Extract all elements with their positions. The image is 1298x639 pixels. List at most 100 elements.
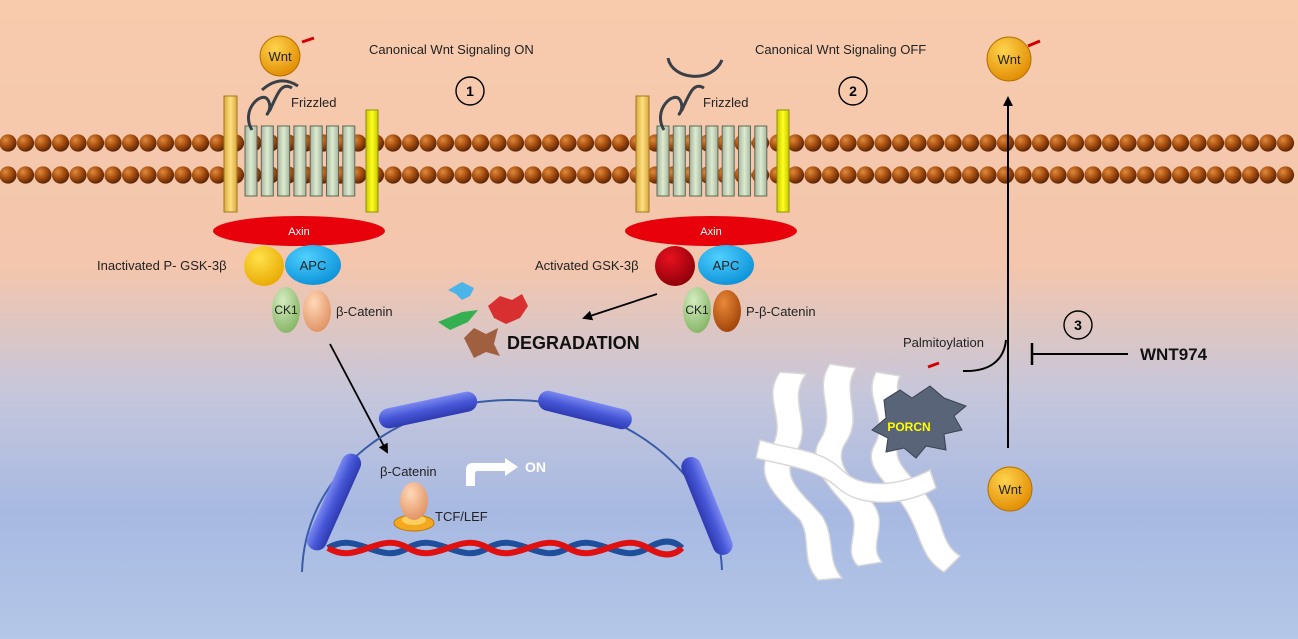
membrane-lipid	[156, 166, 175, 184]
gsk3b-inactive	[244, 246, 284, 286]
membrane-lipid	[384, 134, 402, 152]
membrane-lipid	[979, 166, 997, 184]
membrane-lipid	[1119, 166, 1137, 184]
apc-label-2: APC	[713, 258, 740, 273]
membrane-lipid	[804, 134, 822, 152]
membrane-lipid	[576, 166, 595, 184]
membrane-lipid	[1101, 134, 1120, 152]
p-beta-catenin	[713, 290, 741, 332]
wnt-label-1: Wnt	[268, 49, 292, 64]
membrane-lipid	[1066, 134, 1085, 152]
ck1-label-1: CK1	[274, 303, 298, 317]
membrane-lipid	[1224, 166, 1242, 184]
membrane-lipid	[139, 166, 157, 184]
membrane-lipid	[891, 166, 910, 184]
membrane-lipid	[874, 166, 892, 184]
membrane-lipid	[156, 134, 175, 152]
membrane-lipid	[69, 134, 87, 152]
membrane-lipid	[384, 166, 402, 184]
membrane-anchor-right-2	[776, 109, 790, 213]
palmitoylation-label: Palmitoylation	[903, 335, 984, 350]
membrane-anchor-left-1	[223, 95, 238, 213]
membrane-lipid	[786, 134, 805, 152]
panel-3-porcn: PORCN Palmitoylation WNT974 3 Wnt Wnt	[755, 36, 1208, 581]
membrane-lipid	[121, 166, 140, 184]
membrane-lipid	[0, 134, 17, 152]
membrane-lipid	[1066, 166, 1085, 184]
membrane-lipid	[1136, 134, 1155, 152]
panel-2-title: Canonical Wnt Signaling OFF	[755, 42, 926, 57]
membrane-anchor-left-2	[635, 95, 650, 213]
membrane-lipid	[996, 134, 1015, 152]
membrane-lipid	[541, 134, 560, 152]
step-3-number: 3	[1074, 317, 1082, 333]
membrane-lipid	[786, 166, 805, 184]
membrane-lipid	[524, 166, 542, 184]
step-2-number: 2	[849, 83, 857, 99]
membrane-lipid	[86, 134, 105, 152]
panel-1-title: Canonical Wnt Signaling ON	[369, 42, 534, 57]
membrane-lipid	[104, 166, 122, 184]
membrane-lipid	[489, 166, 507, 184]
membrane-lipid	[1241, 166, 1260, 184]
on-label: ON	[525, 459, 546, 475]
membrane-lipid	[104, 134, 122, 152]
wnt-ligand-top	[986, 36, 1032, 82]
membrane-lipid	[961, 134, 980, 152]
palmitoylation-branch	[962, 339, 1007, 373]
frizzled-helix	[721, 125, 735, 197]
membrane-lipid	[1031, 134, 1050, 152]
fragment-red	[488, 294, 528, 324]
membrane-lipid	[1084, 134, 1102, 152]
membrane-lipid	[944, 166, 962, 184]
ck1-label-2: CK1	[685, 303, 709, 317]
frizzled-helix	[738, 125, 751, 197]
apc-1	[285, 245, 341, 285]
gsk3b-active	[655, 246, 695, 286]
gsk-label-2: Activated GSK-3β	[535, 258, 639, 273]
membrane-lipid	[506, 166, 525, 184]
membrane-lipid	[86, 166, 105, 184]
transcription-arrow-icon	[466, 458, 518, 486]
membrane-lipid	[1154, 166, 1172, 184]
tcf-lef-label: TCF/LEF	[435, 509, 488, 524]
wnt-ligand-bottom	[987, 466, 1033, 512]
fragment-green	[438, 310, 478, 330]
membrane-lipid	[1189, 166, 1207, 184]
fragment-blue	[448, 282, 474, 300]
membrane-lipid	[1189, 134, 1207, 152]
membrane-lipid	[874, 134, 892, 152]
membrane-lipid	[559, 134, 577, 152]
membrane-lipid	[944, 134, 962, 152]
membrane-lipid	[559, 166, 577, 184]
membrane-lipid	[1259, 134, 1277, 152]
frizzled-label-2: Frizzled	[703, 95, 749, 110]
membrane-lipid	[34, 166, 52, 184]
frizzled-helix	[705, 125, 719, 197]
membrane-lipid	[1154, 134, 1172, 152]
membrane-lipid	[839, 134, 857, 152]
membrane-lipid	[51, 166, 70, 184]
membrane-lipid	[401, 166, 420, 184]
apc-2	[698, 245, 754, 285]
frizzled-helices-2	[656, 125, 768, 197]
membrane-lipid	[1171, 166, 1190, 184]
membrane-lipid	[1224, 134, 1242, 152]
membrane-anchor-right-1	[365, 109, 379, 213]
axin-label-1: Axin	[288, 226, 309, 238]
frizzled-helix	[244, 125, 258, 197]
membrane-lipid	[121, 134, 140, 152]
membrane-lipid	[576, 134, 595, 152]
wnt974-label: WNT974	[1140, 345, 1208, 364]
membrane-lipid	[191, 166, 210, 184]
membrane-lipid	[191, 134, 210, 152]
wnt-ligand-1	[259, 35, 301, 77]
ck1-2	[683, 287, 711, 333]
palmitoyl-group	[927, 361, 940, 369]
dna-strand-red	[326, 539, 685, 558]
panel-1-wnt-on: Wnt Frizzled Canonical Wnt Signaling ON …	[97, 35, 534, 454]
membrane-lipid	[909, 166, 927, 184]
frizzled-loop-2	[658, 84, 705, 131]
membrane-lipid	[401, 134, 420, 152]
porcn-label: PORCN	[887, 420, 930, 434]
